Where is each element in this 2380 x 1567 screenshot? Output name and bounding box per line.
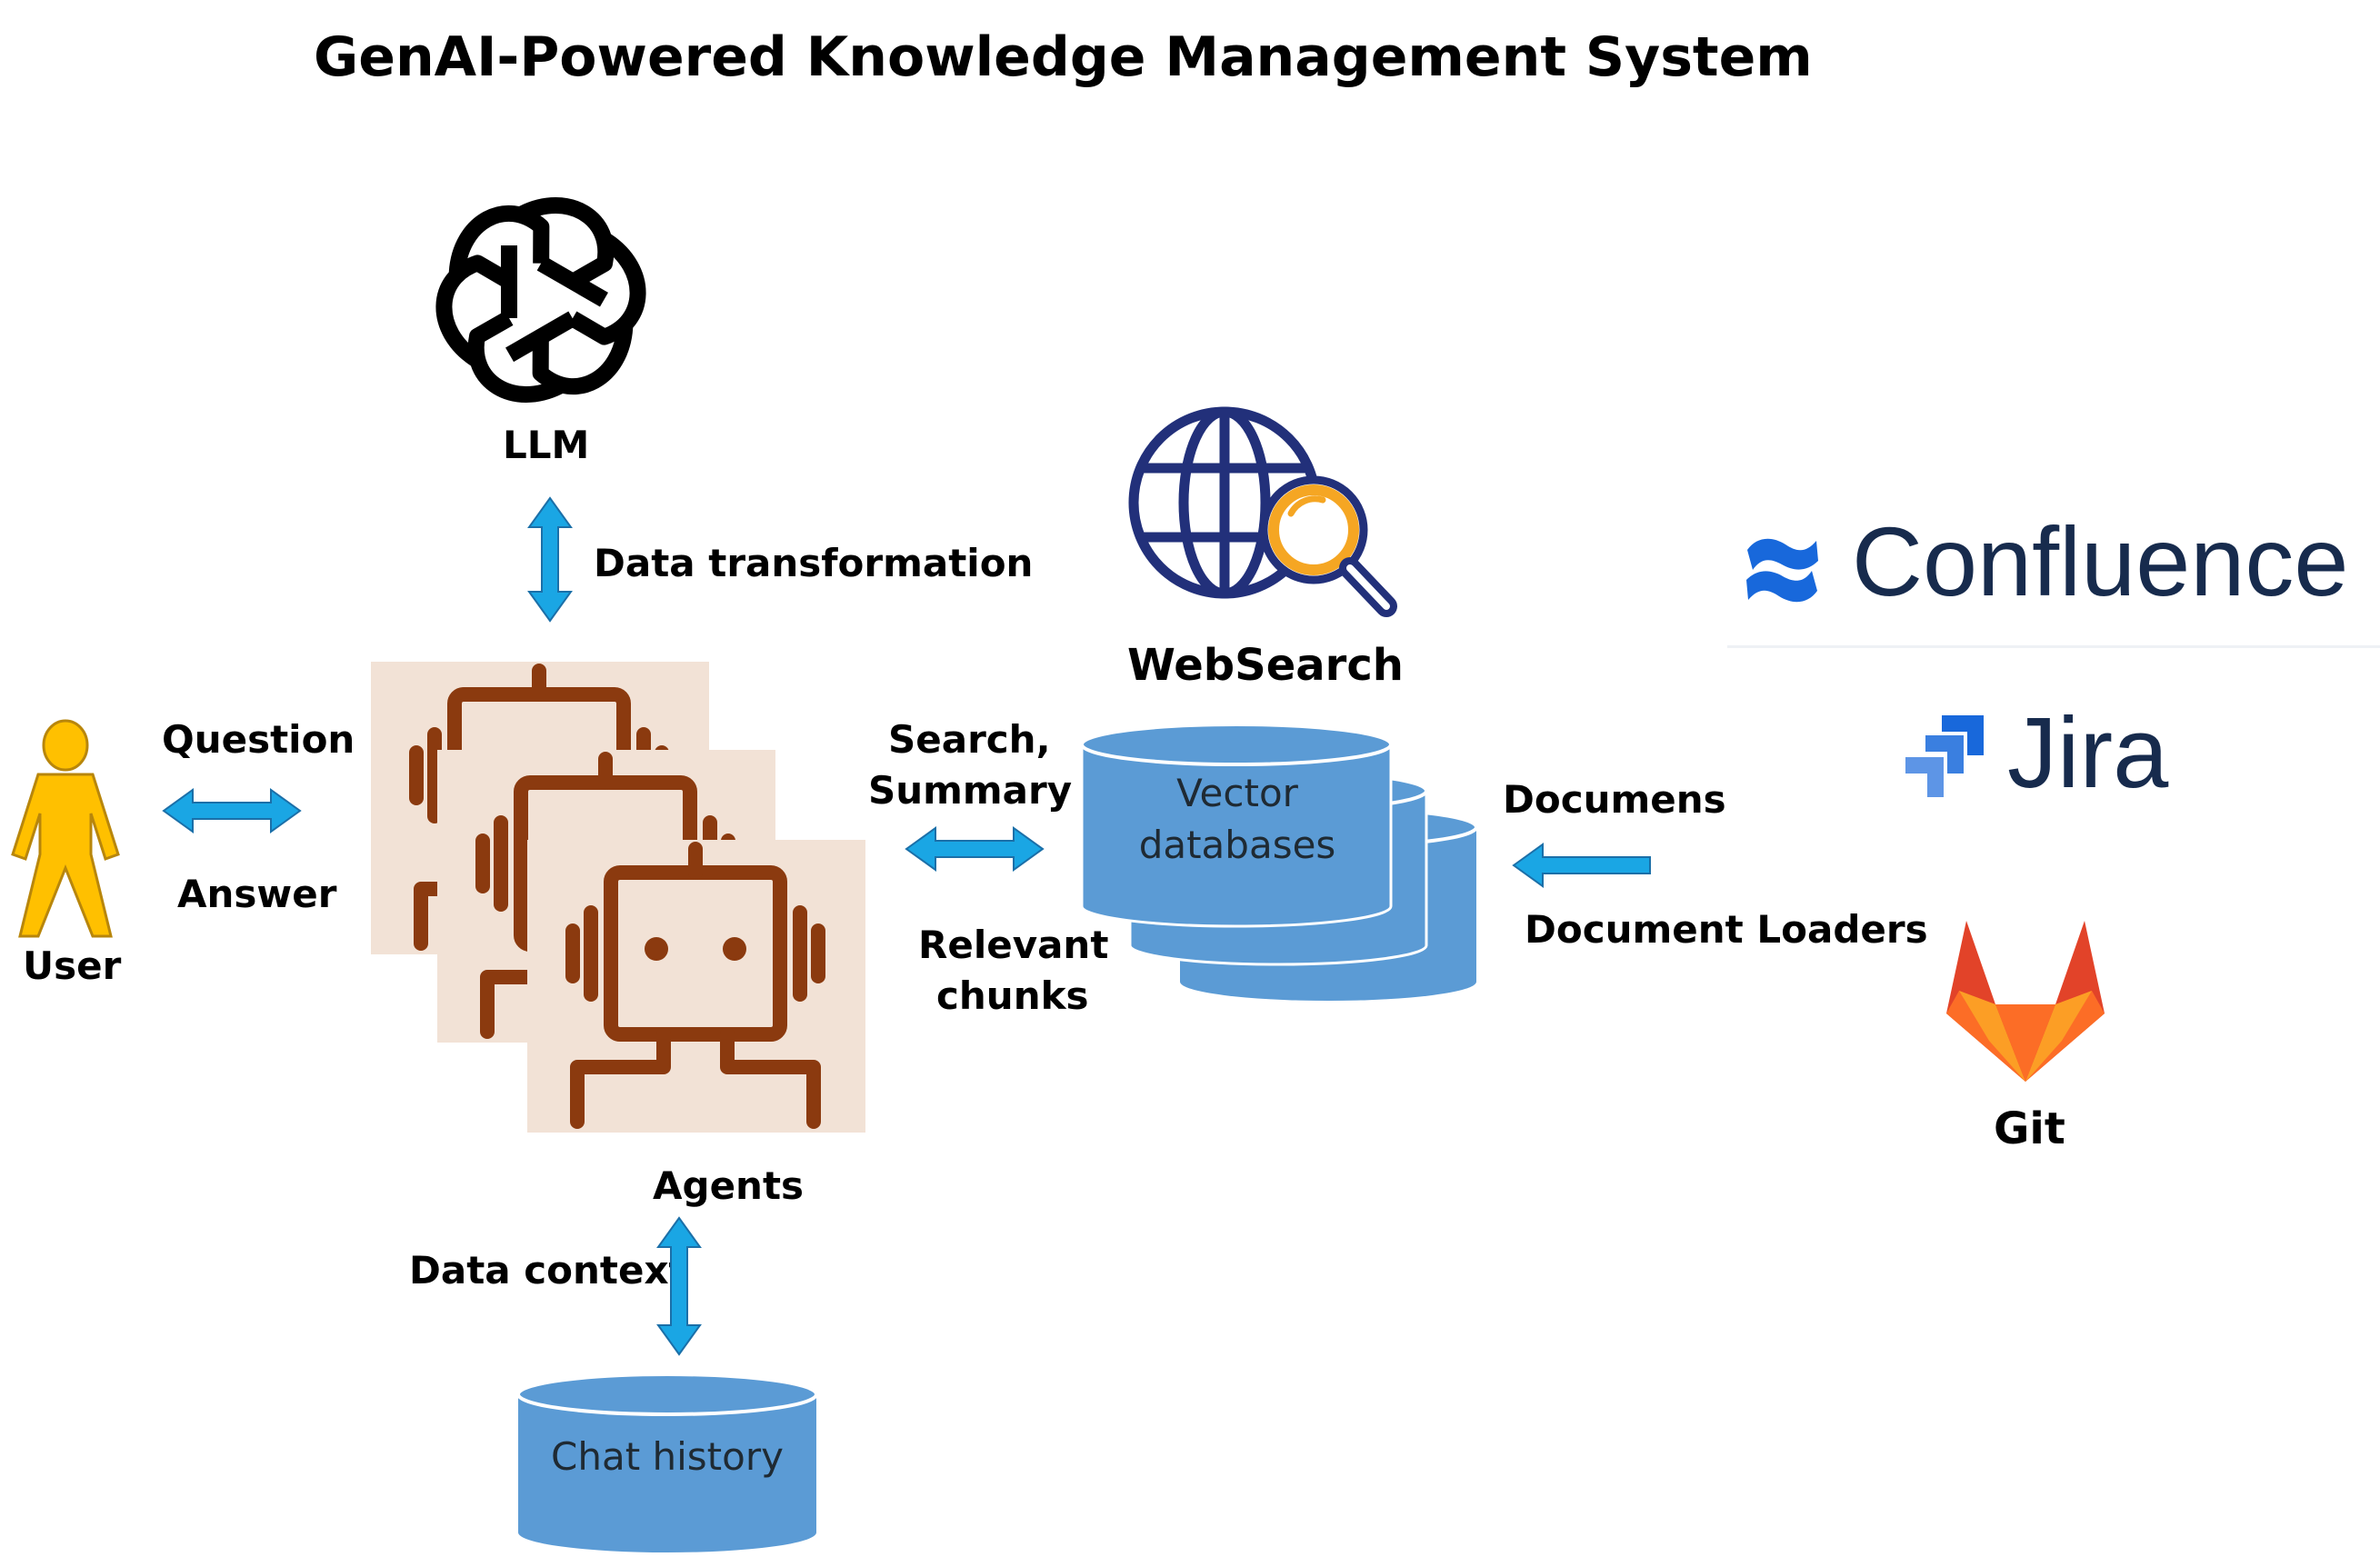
- confluence-divider: [1727, 645, 2380, 648]
- gitlab-logo-icon: [1946, 921, 2105, 1082]
- jira-label: Jira: [2007, 697, 2169, 809]
- llm-openai-icon: [435, 197, 646, 403]
- jira-logo-icon: [1905, 715, 1984, 797]
- websearch-globe-icon: [1128, 406, 1397, 617]
- page-title: GenAI-Powered Knowledge Management Syste…: [314, 25, 1813, 89]
- vector-databases-icon: [1080, 723, 1478, 1001]
- git-label: Git: [1994, 1103, 2065, 1154]
- confluence-logo-icon: [1746, 538, 1818, 603]
- data-transformation-arrow: [527, 496, 573, 623]
- data-context-label: Data context: [409, 1248, 687, 1293]
- data-transformation-label: Data transformation: [594, 541, 1034, 585]
- agents-label: Agents: [653, 1163, 805, 1208]
- user-icon: [11, 719, 120, 938]
- user-label: User: [23, 943, 122, 988]
- answer-label: Answer: [177, 872, 337, 916]
- vector-databases-label-line2: databases: [1138, 823, 1336, 867]
- relevant-chunks-label-line2: chunks: [936, 973, 1089, 1018]
- question-label: Question: [162, 717, 355, 762]
- question-answer-arrow: [162, 788, 302, 833]
- documens-label: Documens: [1503, 777, 1726, 822]
- relevant-chunks-label-line1: Relevant: [918, 923, 1109, 967]
- search-relevant-arrow: [905, 826, 1045, 872]
- search-summary-label-line2: Summary: [868, 768, 1073, 813]
- agents-robot-stack-icon: [371, 662, 871, 1139]
- chat-history-label: Chat history: [551, 1434, 784, 1479]
- document-loaders-arrow: [1512, 843, 1651, 888]
- llm-label: LLM: [503, 423, 590, 467]
- document-loaders-label: Document Loaders: [1525, 907, 1928, 952]
- vector-databases-label-line1: Vector: [1176, 771, 1298, 815]
- search-summary-label-line1: Search,: [888, 717, 1051, 762]
- chat-history-database-icon: [516, 1372, 818, 1552]
- websearch-label: WebSearch: [1127, 640, 1404, 691]
- confluence-label: Confluence: [1852, 506, 2349, 616]
- data-context-arrow: [656, 1216, 702, 1356]
